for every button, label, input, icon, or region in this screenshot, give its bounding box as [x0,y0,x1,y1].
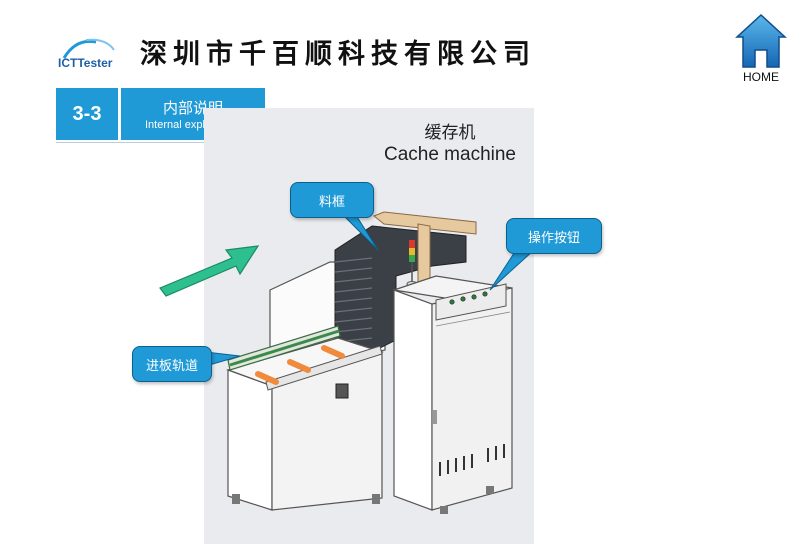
callout-frame: 料框 [290,182,374,218]
entry-rail-unit [226,325,385,511]
callout-operation-buttons: 操作按钮 [506,218,602,254]
ict-logo-icon: ICTTester [56,36,120,72]
logo-text: ICTTester [58,56,113,70]
home-icon [735,13,787,68]
section-divider [56,142,265,143]
company-name: 深圳市千百顺科技有限公司 [140,39,536,70]
figure-caption-cn: 缓存机 [424,123,476,143]
callout-entry-rail: 进板轨道 [132,346,212,382]
company-logo: ICTTester [56,36,120,72]
home-button[interactable]: HOME [734,12,788,86]
control-cabinet [393,275,513,514]
figure-caption-en: Cache machine [383,144,517,165]
home-label: HOME [743,70,779,84]
entry-arrow-icon [159,245,260,297]
section-number: 3-3 [56,88,118,140]
